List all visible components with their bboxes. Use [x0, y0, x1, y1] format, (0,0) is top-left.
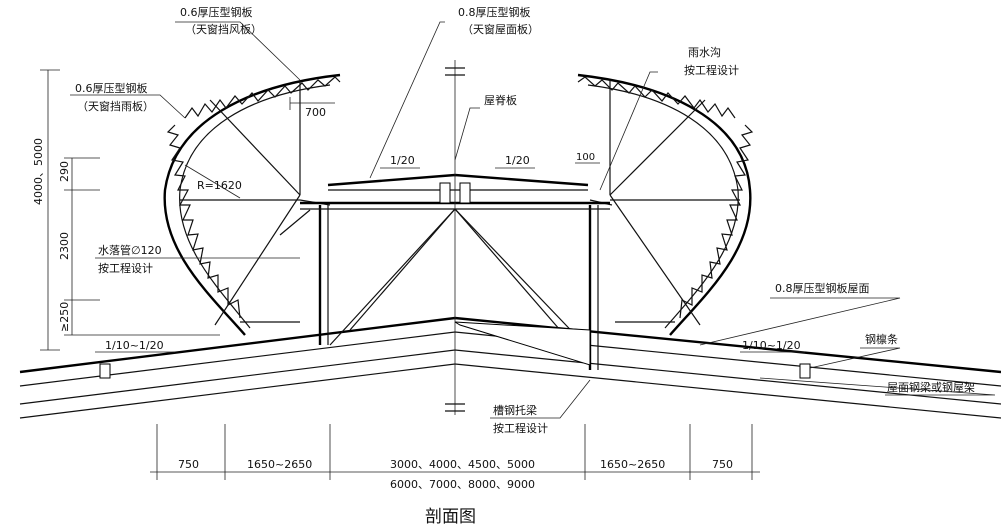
purlin-left — [99, 363, 111, 379]
dim-center-2: 6000、7000、8000、9000 — [390, 478, 535, 491]
dim-250: ≥250 — [58, 302, 71, 332]
dim-2300: 2300 — [58, 232, 71, 260]
dim-total-height: 4000、5000 — [32, 138, 45, 205]
dim-mid-left: 1650~2650 — [247, 458, 312, 471]
dim-750-left: 750 — [178, 458, 199, 471]
beam-label: 屋面钢梁或钢屋架 — [887, 380, 975, 394]
slope-roof-left: 1/10~1/20 — [105, 339, 164, 352]
purlin-label: 钢檩条 — [865, 332, 898, 346]
gutter-label: 雨水沟 — [688, 46, 721, 59]
purlin-right — [799, 363, 811, 379]
roof-deck-label: 0.8厚压型钢板屋面 — [775, 281, 870, 295]
vertical-dimensions — [40, 69, 220, 351]
rain-panel-label: 0.6厚压型钢板 — [75, 81, 148, 95]
roof-panel-label: 0.8厚压型钢板 — [458, 5, 531, 19]
downpipe-label: 水落管∅120 — [98, 243, 162, 257]
rain-panel-sublabel: （天窗挡雨板） — [77, 99, 154, 113]
slope-left: 1/20 — [390, 154, 415, 167]
channel-beam-sublabel: 按工程设计 — [493, 421, 548, 435]
drawing-title: 剖面图 — [425, 507, 476, 527]
dim-mid-right: 1650~2650 — [600, 458, 665, 471]
gutter-sublabel: 按工程设计 — [684, 63, 739, 77]
dim-center-1: 3000、4000、4500、5000 — [390, 458, 535, 471]
dim-700: 700 — [305, 106, 326, 119]
ridge-plate-label: 屋脊板 — [484, 93, 517, 107]
slope-roof-right: 1/10~1/20 — [742, 339, 801, 352]
text-labels: 0.6厚压型钢板 （天窗挡风板） 0.8厚压型钢板 （天窗屋面板） 0.6厚压型… — [32, 5, 975, 527]
center-structure — [300, 60, 610, 415]
dim-750-right: 750 — [712, 458, 733, 471]
right-skylight-frame — [577, 73, 754, 370]
downpipe-sublabel: 按工程设计 — [98, 261, 153, 275]
channel-beam-label: 槽钢托梁 — [493, 403, 537, 417]
radius-label: R=1620 — [197, 179, 242, 192]
wind-panel-sublabel: （天窗挡风板） — [185, 22, 262, 36]
slope-right: 1/20 — [505, 154, 530, 167]
roof-panel-sublabel: （天窗屋面板） — [462, 22, 539, 36]
wind-panel-label: 0.6厚压型钢板 — [180, 5, 253, 19]
horizontal-dimensions — [150, 424, 760, 480]
dim-290: 290 — [58, 161, 71, 182]
leader-lines — [70, 21, 996, 419]
dim-100: 100 — [576, 152, 595, 163]
